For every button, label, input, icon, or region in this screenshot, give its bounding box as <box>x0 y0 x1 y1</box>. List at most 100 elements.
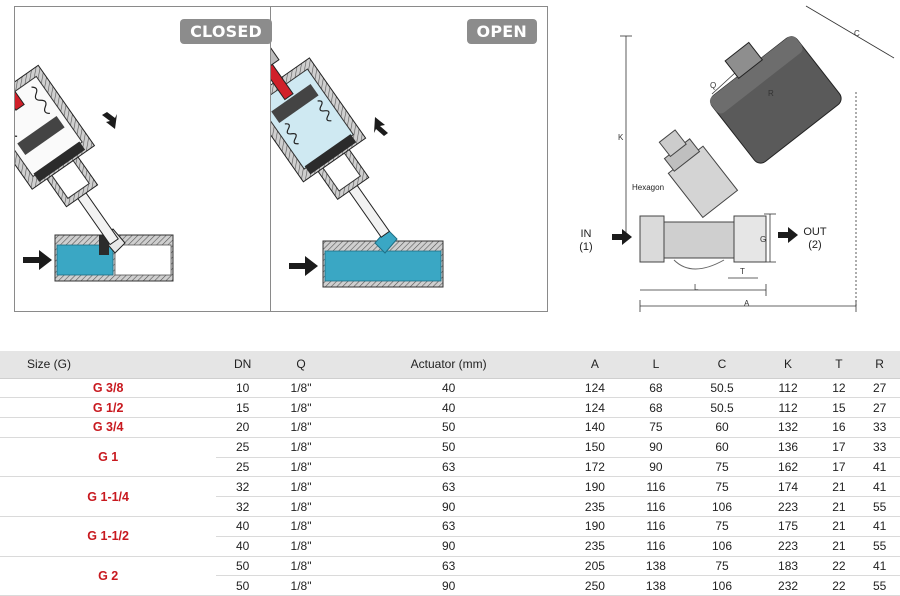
column-header: Size (G) <box>0 351 217 379</box>
table-cell: 116 <box>625 476 687 498</box>
dimension-drawing: Hexagon IN (1) OUT (2) A L T K G C Q R <box>574 0 900 318</box>
table-cell: 250 <box>564 575 626 596</box>
in-flow-arrow <box>612 229 632 245</box>
table-cell: 17 <box>818 437 860 458</box>
table-cell: 63 <box>332 457 565 478</box>
table-cell: 162 <box>757 457 819 478</box>
table-cell: 190 <box>564 516 626 537</box>
table-cell: 112 <box>757 378 819 399</box>
table-cell: 116 <box>625 536 687 557</box>
in-port-label: (1) <box>579 241 593 253</box>
inlet-arrow <box>23 250 52 270</box>
exhaust-arrow <box>102 112 117 129</box>
table-cell: 138 <box>625 556 687 577</box>
table-cell: 27 <box>859 397 900 419</box>
column-header: R <box>859 351 900 379</box>
size-cell: G 2 <box>0 556 217 596</box>
inlet-arrow <box>289 256 318 276</box>
dim-q-label: Q <box>710 81 717 90</box>
table-cell: 50.5 <box>686 378 758 399</box>
table-cell: 1/8" <box>269 397 333 419</box>
table-cell: 21 <box>818 496 860 518</box>
dim-a-label: A <box>744 299 750 308</box>
open-badge: OPEN <box>466 19 537 44</box>
table-cell: 75 <box>625 417 687 438</box>
closed-state-panel: CLOSED <box>15 7 272 311</box>
valve-outline-drawing <box>612 5 895 312</box>
column-header: Q <box>269 351 333 379</box>
table-cell: 1/8" <box>269 516 333 537</box>
table-cell: 41 <box>859 476 900 498</box>
table-cell: 112 <box>757 397 819 419</box>
table-cell: 22 <box>818 575 860 596</box>
out-label: OUT <box>803 226 827 238</box>
column-header: K <box>757 351 819 379</box>
dim-g-label: G <box>760 235 767 244</box>
table-cell: 174 <box>757 476 819 498</box>
table-cell: 90 <box>332 575 565 596</box>
column-header: C <box>686 351 758 379</box>
table-cell: 124 <box>564 378 626 399</box>
table-cell: 235 <box>564 496 626 518</box>
size-cell: G 3/8 <box>0 378 217 399</box>
dim-c-label: C <box>854 29 860 38</box>
column-header: A <box>564 351 626 379</box>
table-cell: 75 <box>686 556 758 577</box>
table-cell: 1/8" <box>269 437 333 458</box>
table-cell: 21 <box>818 536 860 557</box>
table-cell: 12 <box>818 378 860 399</box>
table-cell: 63 <box>332 476 565 498</box>
table-cell: 15 <box>216 397 270 419</box>
column-header: T <box>818 351 860 379</box>
closed-valve-section <box>15 64 174 282</box>
table-cell: 63 <box>332 556 565 577</box>
table-cell: 190 <box>564 476 626 498</box>
table-cell: 40 <box>216 536 270 557</box>
table-cell: 1/8" <box>269 496 333 518</box>
table-cell: 150 <box>564 437 626 458</box>
table-cell: 132 <box>757 417 819 438</box>
table-cell: 40 <box>332 378 565 399</box>
out-flow-arrow <box>778 227 798 243</box>
closed-badge: CLOSED <box>180 19 272 44</box>
table-cell: 232 <box>757 575 819 596</box>
table-cell: 1/8" <box>269 536 333 557</box>
table-cell: 116 <box>625 496 687 518</box>
table-cell: 50 <box>332 417 565 438</box>
table-cell: 55 <box>859 575 900 596</box>
in-label: IN <box>580 228 592 240</box>
table-cell: 106 <box>686 575 758 596</box>
table-cell: 172 <box>564 457 626 478</box>
table-cell: 75 <box>686 516 758 537</box>
table-cell: 63 <box>332 516 565 537</box>
table-cell: 55 <box>859 496 900 518</box>
pilot-air-arrow <box>374 117 388 136</box>
table-cell: 25 <box>216 437 270 458</box>
table-cell: 21 <box>818 476 860 498</box>
table-cell: 68 <box>625 378 687 399</box>
table-cell: 17 <box>818 457 860 478</box>
table-cell: 50.5 <box>686 397 758 419</box>
table-cell: 1/8" <box>269 378 333 399</box>
column-header: Actuator (mm) <box>332 351 565 379</box>
table-cell: 1/8" <box>269 457 333 478</box>
table-cell: 10 <box>216 378 270 399</box>
table-cell: 60 <box>686 437 758 458</box>
hexagon-label: Hexagon <box>632 183 665 192</box>
table-cell: 1/8" <box>269 417 333 438</box>
size-cell: G 1/2 <box>0 397 217 419</box>
size-cell: G 1-1/2 <box>0 516 217 557</box>
table-cell: 33 <box>859 417 900 438</box>
table-cell: 16 <box>818 417 860 438</box>
table-cell: 22 <box>818 556 860 577</box>
dim-t-label: T <box>740 267 745 276</box>
